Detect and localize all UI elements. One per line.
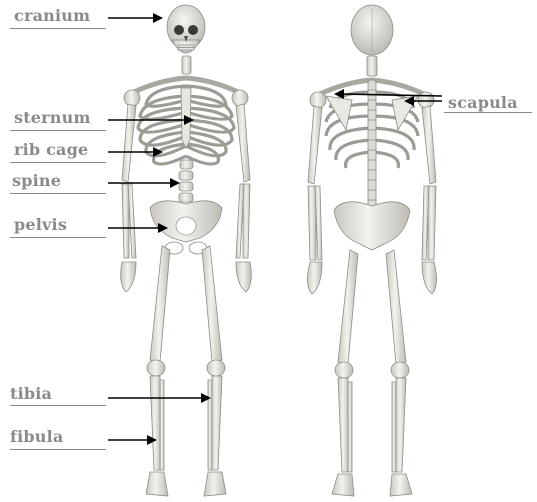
back-right-leg [386,250,412,496]
front-right-arm [236,104,251,292]
front-right-leg [202,246,226,496]
back-left-arm [307,106,322,294]
front-skull [167,5,205,53]
back-pelvis [334,202,410,250]
front-left-fibula [160,380,164,470]
underline-fibula [10,449,106,450]
underline-scapula [444,112,532,113]
front-skeleton [121,5,252,496]
arrow-pelvis [108,223,168,233]
label-rib-cage: rib cage [14,141,88,159]
label-pelvis: pelvis [14,216,67,234]
underline-tibia [10,405,106,406]
label-fibula: fibula [10,428,63,446]
front-lumbar-spine [179,160,193,202]
label-tibia: tibia [10,385,52,403]
front-right-fibula [208,380,212,470]
arrow-cranium [108,13,163,23]
back-spine [368,80,376,210]
label-spine: spine [12,172,61,190]
back-skull [351,5,393,55]
underline-spine [10,193,106,194]
underline-pelvis [10,237,106,238]
underline-cranium [10,28,106,29]
arrow-rib-cage [108,147,163,157]
front-left-arm [121,104,136,292]
label-cranium: cranium [14,7,90,25]
back-left-leg [332,250,358,496]
label-scapula: scapula [448,94,518,112]
front-left-leg [146,246,170,496]
back-skeleton [307,5,436,496]
label-sternum: sternum [14,109,91,127]
underline-rib-cage [10,162,106,163]
front-right-tibia [211,376,222,470]
arrow-sternum [108,115,194,125]
front-cervical-spine [182,56,191,74]
arrow-spine [108,178,180,188]
arrow-fibula [108,435,157,445]
back-right-arm [422,106,437,294]
underline-sternum [10,130,106,131]
front-left-tibia [150,376,161,470]
